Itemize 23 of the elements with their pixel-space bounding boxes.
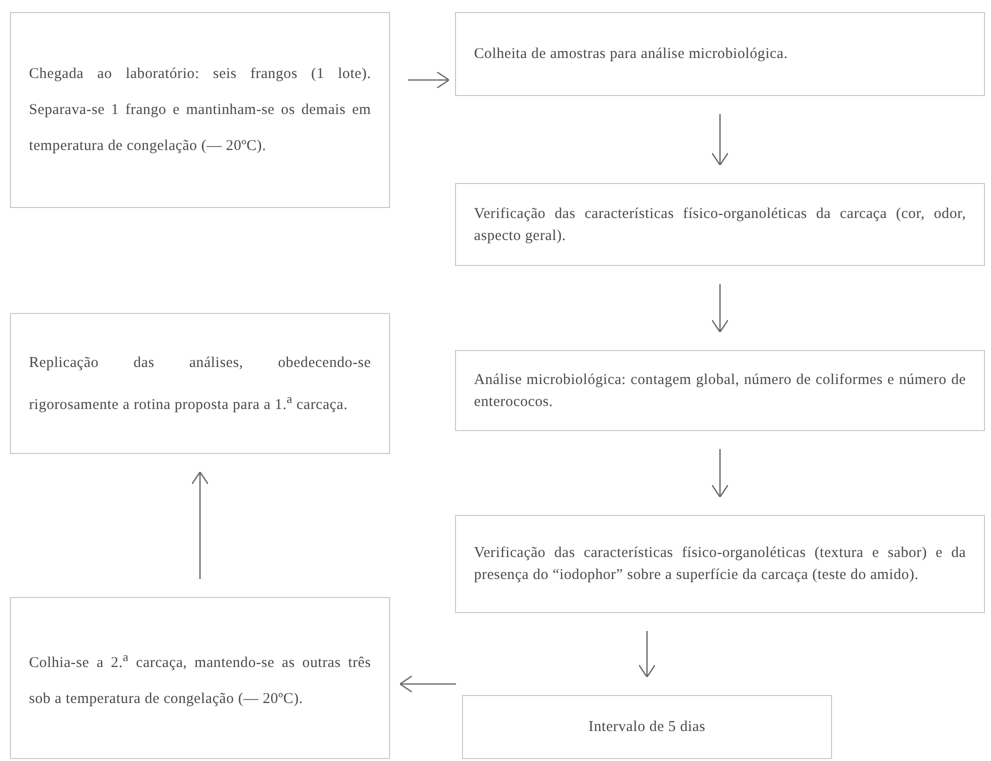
arrow xyxy=(711,449,729,498)
step-text: Análise microbiológica: contagem global, número de coliformes e número de enterococos. xyxy=(474,370,966,412)
step-text: Replicação das análises, obedecendo-se rigorosamente a rotina proposta para a 1.$^{a}$ carcaça. xyxy=(29,354,371,414)
process-box xyxy=(10,12,390,208)
step-text: Colheita de amostras para análise microbiológica. xyxy=(474,45,788,64)
step-text: Colhia-se a 2.$^{a}$ carcaça, mantendo-se as outras três sob a temperatura de congelação (— 20ºC). xyxy=(29,649,371,709)
process-box xyxy=(455,350,985,431)
process-box xyxy=(455,515,985,613)
process-box xyxy=(455,12,985,96)
process-box xyxy=(462,695,832,759)
arrow xyxy=(711,114,729,166)
step-text: Chegada ao laboratório: seis frangos (1 lote). Separava-se 1 frango e mantinham-se os demais em temperatura de congelação (— 20ºC). xyxy=(29,65,371,156)
process-box xyxy=(10,313,390,454)
arrow xyxy=(711,284,729,333)
step-text: Intervalo de 5 dias xyxy=(588,718,706,736)
arrow xyxy=(408,71,450,89)
process-box xyxy=(10,597,390,759)
arrow xyxy=(638,631,656,678)
arrow xyxy=(399,675,456,693)
step-text: Verificação das características físico-organoléticas da carcaça (cor, odor, aspecto geral). xyxy=(474,204,966,246)
step-text: Verificação das características físico-organoléticas (textura e sabor) e da presença do “iodophor” sobre a superfície da carcaça (teste do amido). xyxy=(474,544,966,585)
arrow xyxy=(191,471,209,579)
process-box xyxy=(455,183,985,266)
